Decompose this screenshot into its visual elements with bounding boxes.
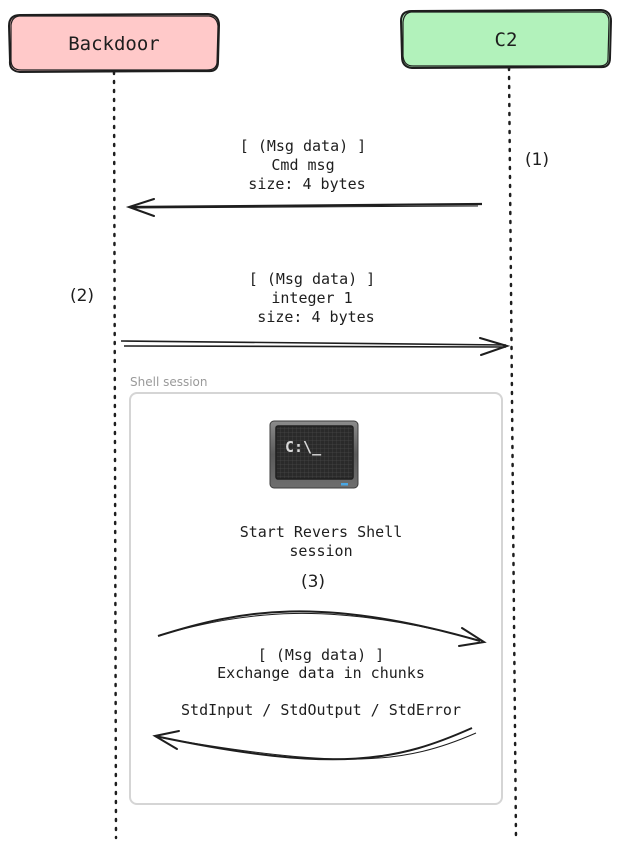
message-1-arrow <box>125 198 483 217</box>
message-2-line-1: [ (Msg data) ] <box>249 270 375 288</box>
shell-session-frame <box>129 392 503 805</box>
message-1-line-3: size: 4 bytes <box>248 175 365 193</box>
c2-lifeline <box>507 66 518 842</box>
exchange-line-2: Exchange data in chunks <box>217 664 425 682</box>
shell-arrow-to-backdoor <box>152 727 477 761</box>
message-2: [ (Msg data) ] integer 1 size: 4 bytes <box>120 270 511 356</box>
terminal-icon: C:\_ <box>269 420 359 489</box>
message-1: [ (Msg data) ] Cmd msg size: 4 bytes <box>125 137 483 217</box>
message-1-line-2: Cmd msg <box>271 156 334 174</box>
exchange-streams: StdInput / StdOutput / StdError <box>181 701 461 719</box>
shell-title-line-2: session <box>289 542 352 560</box>
step-3-label: (3) <box>301 572 325 592</box>
message-2-line-2: integer 1 <box>271 289 352 307</box>
message-2-arrow <box>120 337 511 356</box>
shell-arrow-to-c2 <box>157 610 487 647</box>
step-1-label: (1) <box>525 150 549 170</box>
shell-title-line-1: Start Revers Shell <box>240 523 403 541</box>
exchange-line-1: [ (Msg data) ] <box>258 646 384 664</box>
shell-session-group: Shell session C:\_ Start Revers Shell se… <box>129 375 503 805</box>
step-2-label: (2) <box>70 286 94 306</box>
participant-backdoor-label: Backdoor <box>68 33 160 55</box>
svg-text:C:\_: C:\_ <box>285 438 322 456</box>
shell-session-group-label: Shell session <box>130 375 208 389</box>
message-2-line-3: size: 4 bytes <box>257 308 374 326</box>
message-1-line-1: [ (Msg data) ] <box>240 137 366 155</box>
participant-c2[interactable]: C2 <box>399 8 613 70</box>
participant-backdoor[interactable]: Backdoor <box>7 12 221 74</box>
participant-c2-label: C2 <box>495 29 518 51</box>
backdoor-lifeline <box>112 70 118 840</box>
